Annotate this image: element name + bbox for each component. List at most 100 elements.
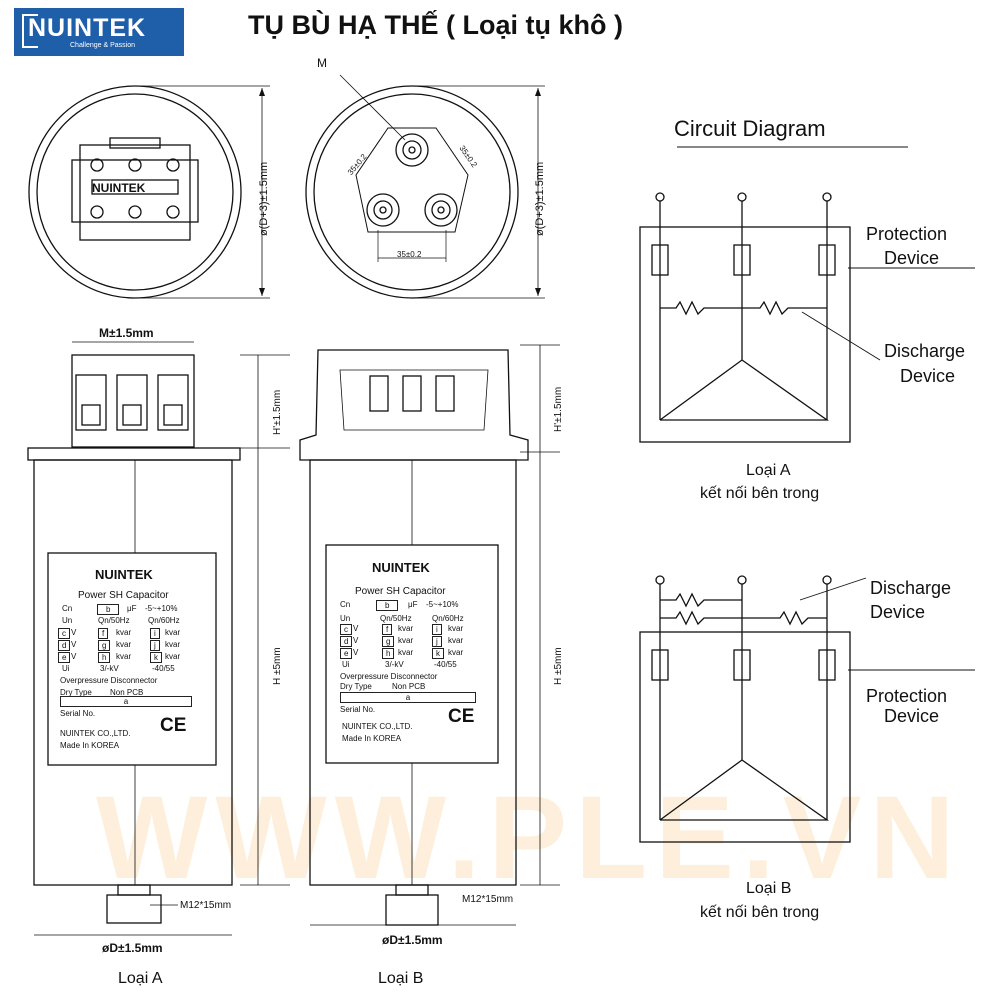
code-v-3: e bbox=[58, 652, 71, 663]
unit-kvar-60-3: kvar bbox=[165, 652, 181, 661]
dim-h-prime-b: H'±1.5mm bbox=[553, 386, 564, 432]
qn50-label-b: Qn/50Hz bbox=[380, 614, 412, 623]
cn-tol: -5~+10% bbox=[145, 604, 178, 613]
made-in: Made In KOREA bbox=[60, 741, 120, 750]
logo-brand: NUINTEK bbox=[28, 14, 147, 42]
unit-v-2-b: V bbox=[353, 636, 359, 645]
nameplate-brand: NUINTEK bbox=[95, 567, 153, 582]
cn-label: Cn bbox=[62, 604, 73, 613]
serial-code: a bbox=[60, 696, 192, 707]
protection-a-line1: Protection bbox=[866, 224, 948, 244]
unit-kvar-50-2: kvar bbox=[116, 640, 132, 649]
serial-code-b: a bbox=[340, 692, 476, 703]
caption-type-a: Loại A bbox=[118, 970, 163, 987]
qn60-label: Qn/60Hz bbox=[148, 616, 180, 625]
ui-label: Ui bbox=[62, 664, 70, 673]
unit-kvar-50-3: kvar bbox=[116, 652, 132, 661]
code-60-2: j bbox=[150, 640, 160, 651]
dim-diameter-a: ø(D+3)±1.5mm bbox=[258, 161, 270, 236]
protection-b-line2: Device bbox=[884, 706, 940, 726]
protection-a-line2: Device bbox=[884, 248, 940, 268]
unit-kvar-50-1: kvar bbox=[116, 628, 132, 637]
non-pcb-b: Non PCB bbox=[392, 682, 426, 691]
cn-code-b: b bbox=[376, 600, 399, 611]
caption-type-b: Loại B bbox=[378, 970, 424, 987]
code-50-3-b: h bbox=[382, 648, 395, 659]
dim-d-a: øD±1.5mm bbox=[102, 941, 163, 955]
cn-unit: μF bbox=[127, 604, 137, 613]
code-50-1-b: f bbox=[382, 624, 393, 635]
code-50-2-b: g bbox=[382, 636, 395, 647]
unit-kvar-60-1-b: kvar bbox=[448, 624, 464, 633]
logo-frame-icon bbox=[22, 14, 38, 48]
dry-type: Dry Type bbox=[60, 688, 92, 697]
cn-code: b bbox=[97, 604, 120, 615]
non-pcb: Non PCB bbox=[110, 688, 144, 697]
ce-mark-b: CE bbox=[448, 706, 475, 727]
nameplate-brand-b: NUINTEK bbox=[372, 560, 430, 575]
code-v-2: d bbox=[58, 640, 71, 651]
code-v-2-b: d bbox=[340, 636, 353, 647]
code-50-1: f bbox=[98, 628, 109, 639]
unit-v-3: V bbox=[71, 652, 77, 661]
ui-value: 3/-kV bbox=[100, 664, 119, 673]
code-v-3-b: e bbox=[340, 648, 353, 659]
logo-tagline: Challenge & Passion bbox=[70, 42, 135, 49]
caption-a-line2: kết nối bên trong bbox=[700, 485, 820, 502]
dim-h-prime-a: H'±1.5mm bbox=[272, 389, 283, 435]
ui-value-b: 3/-kV bbox=[385, 660, 404, 669]
unit-v-3-b: V bbox=[353, 648, 359, 657]
top-view-b bbox=[305, 74, 519, 299]
qn50-label: Qn/50Hz bbox=[98, 616, 130, 625]
circuit-diagram-title: Circuit Diagram bbox=[674, 116, 826, 141]
made-in-b: Made In KOREA bbox=[342, 734, 402, 743]
unit-v-1: V bbox=[71, 628, 77, 637]
nameplate-product-b: Power SH Capacitor bbox=[355, 586, 446, 597]
code-50-2: g bbox=[98, 640, 111, 651]
code-60-1: i bbox=[150, 628, 160, 639]
dim-h-a: H ±5mm bbox=[272, 647, 283, 685]
cn-tol-b: -5~+10% bbox=[426, 600, 459, 609]
ce-mark: CE bbox=[160, 715, 187, 736]
circuit-b bbox=[639, 575, 975, 843]
dry-type-b: Dry Type bbox=[340, 682, 372, 691]
circuit-a bbox=[639, 146, 975, 443]
un-label: Un bbox=[62, 616, 73, 625]
base-dim-a: M12*15mm bbox=[180, 900, 232, 911]
overpressure-b: Overpressure Disconnector bbox=[340, 672, 438, 681]
cn-unit-b: μF bbox=[408, 600, 418, 609]
unit-kvar-50-3-b: kvar bbox=[398, 648, 414, 657]
discharge-b-line2: Device bbox=[870, 602, 926, 622]
code-60-3: k bbox=[150, 652, 162, 663]
company-b: NUINTEK CO.,LTD. bbox=[342, 722, 413, 731]
discharge-b-line1: Discharge bbox=[870, 578, 952, 598]
unit-kvar-50-1-b: kvar bbox=[398, 624, 414, 633]
caption-a-line1: Loại A bbox=[746, 462, 791, 479]
side-view-a bbox=[27, 354, 241, 924]
discharge-a-line2: Device bbox=[900, 366, 956, 386]
cn-label-b: Cn bbox=[340, 600, 351, 609]
ui-label-b: Ui bbox=[342, 660, 350, 669]
caption-b-line2: kết nối bên trong bbox=[700, 904, 820, 921]
unit-kvar-50-2-b: kvar bbox=[398, 636, 414, 645]
code-v-1: c bbox=[58, 628, 70, 639]
serial-label-b: Serial No. bbox=[340, 705, 376, 714]
nameplate-product: Power SH Capacitor bbox=[78, 590, 169, 601]
unit-kvar-60-2-b: kvar bbox=[448, 636, 464, 645]
page-title: TỤ BÙ HẠ THẾ ( Loại tụ khô ) bbox=[248, 10, 623, 40]
company: NUINTEK CO.,LTD. bbox=[60, 729, 131, 738]
spacing-label-3: 35±0.2 bbox=[397, 250, 422, 259]
side-view-b bbox=[299, 349, 529, 926]
base-dim-b: M12*15mm bbox=[462, 894, 514, 905]
unit-kvar-60-3-b: kvar bbox=[448, 648, 464, 657]
unit-v-1-b: V bbox=[353, 624, 359, 633]
unit-kvar-60-2: kvar bbox=[165, 640, 181, 649]
discharge-a-line1: Discharge bbox=[884, 341, 966, 361]
top-view-a bbox=[28, 85, 242, 299]
watermark: WWW.PLE.VN bbox=[96, 772, 963, 904]
code-v-1-b: c bbox=[340, 624, 352, 635]
overpressure: Overpressure Disconnector bbox=[60, 676, 158, 685]
dim-diameter-b: ø(D+3)±1.5mm bbox=[534, 161, 546, 236]
